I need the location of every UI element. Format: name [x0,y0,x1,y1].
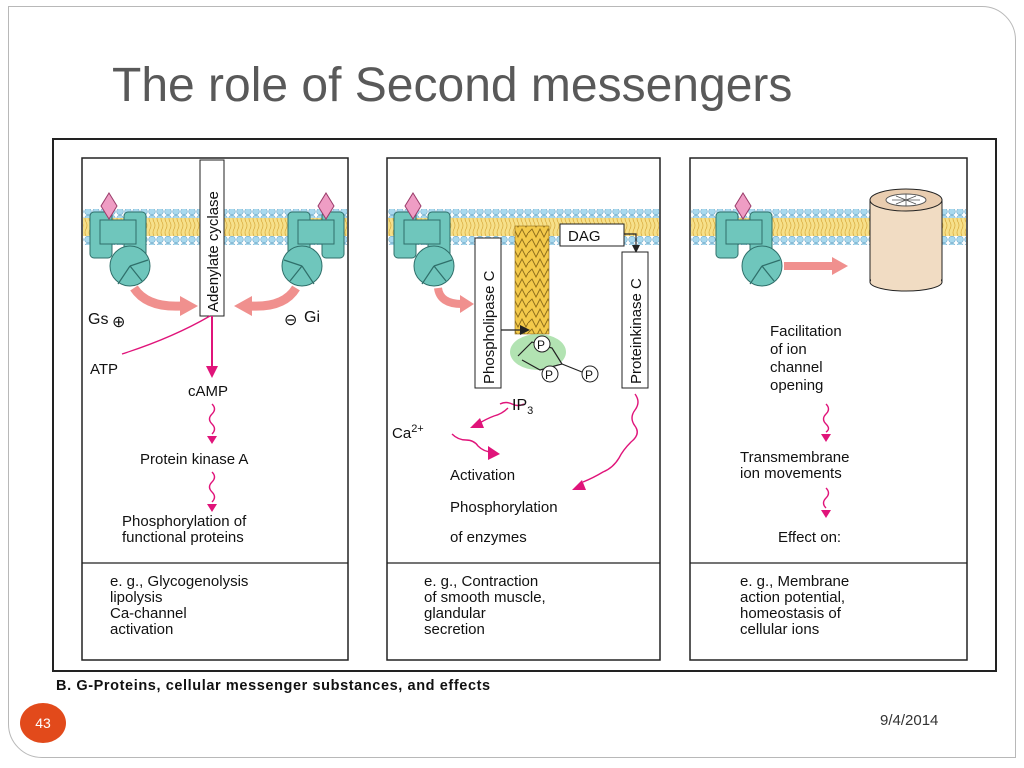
panel-1-example-line-1: e. g., Glycogenolysis [110,573,248,590]
panel-adenylate-cyclase: Adenylate cyclase Gs ⊕ ⊖ Gi ATP cAMP Pro… [81,157,349,661]
transmembrane-line-2: ion movements [740,465,842,482]
panel-2-example-line-3: glandular [424,605,486,622]
wave-to-ca [477,407,509,425]
wave-to-activation [451,433,493,453]
panel-3-example-line-4: cellular ions [740,621,819,638]
phosphate-2 [541,365,559,383]
wave-to-phosphorylation [208,471,216,503]
camp-label: cAMP [188,383,228,400]
ca-label: Ca2+ [392,423,424,442]
proteinkinase-c-box [621,251,649,389]
figure-caption: B. G-Proteins, cellular messenger substa… [56,678,491,694]
gi-label: Gi [304,309,320,326]
facilitation-line-3: channel [770,359,823,376]
panel-2-effect-line-3: of enzymes [450,529,527,546]
atp-label: ATP [90,361,118,378]
page-number-badge: 43 [20,703,66,743]
panel-2-example-line-1: e. g., Contraction [424,573,538,590]
facilitation-line-1: Facilitation [770,323,842,340]
wave-to-transmembrane [822,403,830,433]
panel-1-example-line-2: lipolysis [110,589,163,606]
figure-border [52,138,997,672]
svg-text:P: P [537,338,545,352]
phospholipase-c-box [474,237,502,389]
panel-ion-channel: Facilitation of ion channel opening Tran… [689,157,968,661]
panel-1-effect-line-2: functional proteins [122,529,244,546]
panel-1-example-line-3: Ca-channel [110,605,187,622]
panel-3-example-line-2: action potential, [740,589,845,606]
phosphate-3 [581,365,599,383]
pip2-column [514,225,550,335]
adenylate-cyclase-box [199,159,225,317]
panel-1-example-line-4: activation [110,621,173,638]
gs-receptor [89,192,151,287]
panel-1-effect-line-1: Phosphorylation of [122,513,247,530]
panel-phospholipase-c: Phospholipase C P P P DAG Proteinkinase … [386,157,661,661]
facilitation-line-2: of ion [770,341,807,358]
phospholipase-c-label: Phospholipase C [481,270,498,384]
ip3-label: IP3 [512,397,533,417]
channel-receptor [715,192,783,287]
svg-text:P: P [545,368,553,382]
gq-receptor [393,192,455,287]
atp-line [121,315,211,355]
wave-from-pkc [582,393,639,483]
gi-receptor [281,192,345,287]
phosphate-1 [533,335,551,353]
panel-2-effect-line-2: Phosphorylation [450,499,558,516]
pka-label: Protein kinase A [140,451,248,468]
wave-from-ip3 [499,401,525,407]
svg-text:P: P [585,368,593,382]
camp-arrowhead [206,366,218,378]
transmembrane-line-1: Transmembrane [740,449,849,466]
wave-to-effect [822,487,830,509]
gi-arrow [249,285,300,311]
panel-3-example-line-3: homeostasis of [740,605,842,622]
gs-arrow [130,285,183,311]
wave-to-pka [208,403,216,435]
slide-frame [8,6,1016,758]
gi-minus-symbol: ⊖ [284,312,297,329]
page-title: The role of Second messengers [112,59,793,112]
facilitation-line-4: opening [770,377,823,394]
slide-date: 9/4/2014 [880,712,939,729]
gs-plus-symbol: ⊕ [112,314,125,331]
adenylate-cyclase-label: Adenylate cyclase [205,191,222,312]
ion-channel-cylinder [869,188,943,292]
dag-box [559,223,625,247]
panel-2-example-line-4: secretion [424,621,485,638]
second-messenger-diagram: Adenylate cyclase Gs ⊕ ⊖ Gi ATP cAMP Pro… [81,157,968,661]
panel-3-example-line-1: e. g., Membrane [740,573,849,590]
proteinkinase-c-label: Proteinkinase C [628,278,645,384]
panel-2-example-line-2: of smooth muscle, [424,589,546,606]
gs-label: Gs [88,311,108,328]
panel-2-effect-line-1: Activation [450,467,515,484]
dag-label: DAG [568,228,601,245]
effect-on-label: Effect on: [778,529,841,546]
gq-arrow [434,287,463,308]
